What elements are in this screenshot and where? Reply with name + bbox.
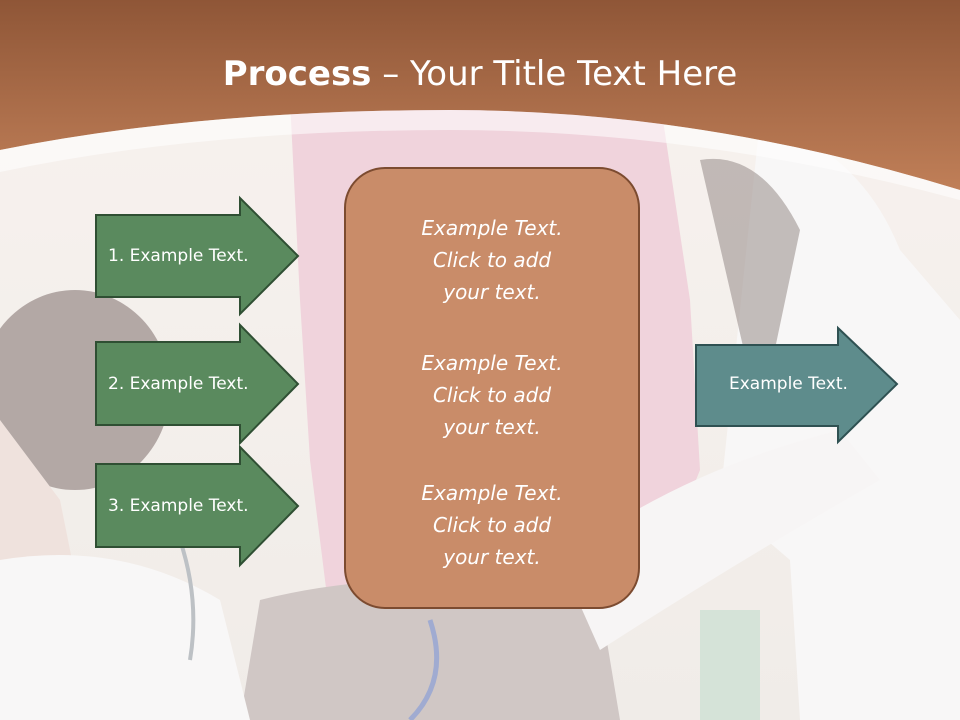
header-band xyxy=(0,0,960,200)
title-rest-text: – Your Title Text Here xyxy=(371,54,738,94)
center-block-3: Example Text. Click to add your text. xyxy=(346,477,638,573)
center-block-1: Example Text. Click to add your text. xyxy=(346,212,638,308)
center-block-3-line-1: Example Text. xyxy=(421,481,563,505)
step-2-label: 2. Example Text. xyxy=(108,374,249,394)
slide-title[interactable]: Process – Your Title Text Here xyxy=(0,50,960,98)
center-block-3-line-2: Click to add xyxy=(432,513,552,537)
center-block-3-line-3: your text. xyxy=(443,545,541,569)
step-1-label: 1. Example Text. xyxy=(108,246,249,266)
center-block-1-line-2: Click to add xyxy=(432,248,552,272)
center-block-2-line-1: Example Text. xyxy=(421,351,563,375)
center-block-2-line-3: your text. xyxy=(443,415,541,439)
center-block-2: Example Text. Click to add your text. xyxy=(346,347,638,443)
step-3-label: 3. Example Text. xyxy=(108,496,249,516)
center-block-1-line-1: Example Text. xyxy=(421,216,563,240)
center-block-1-line-3: your text. xyxy=(443,280,541,304)
center-block-2-line-2: Click to add xyxy=(432,383,552,407)
result-label: Example Text. xyxy=(729,374,848,394)
title-bold-text: Process xyxy=(222,54,372,94)
